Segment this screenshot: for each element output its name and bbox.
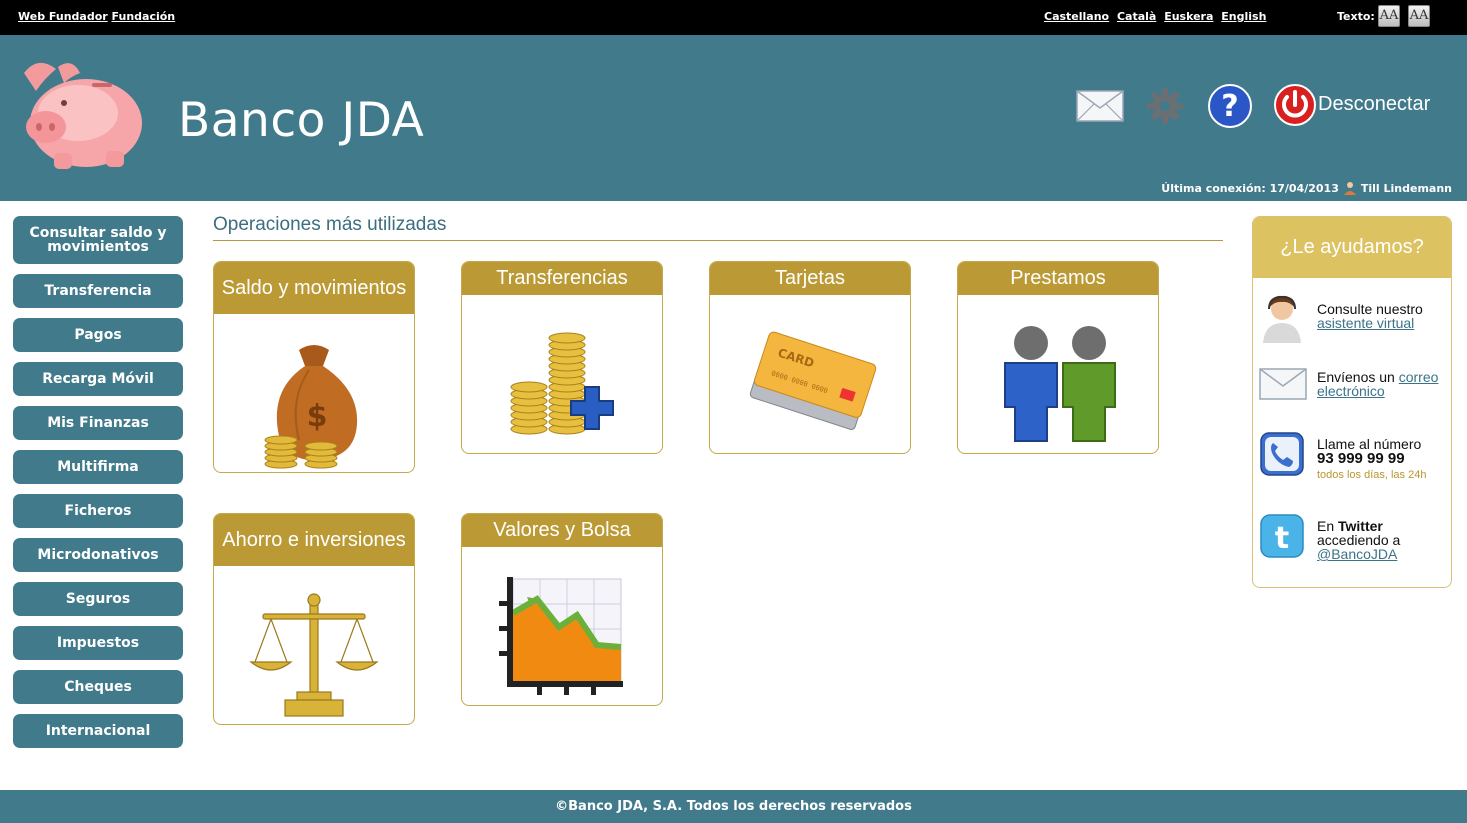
tile-label: Valores y Bolsa <box>462 514 662 547</box>
lang-english[interactable]: English <box>1221 10 1267 23</box>
sidebar-item-pagos[interactable]: Pagos <box>13 318 183 352</box>
user-name: Till Lindemann <box>1360 181 1452 195</box>
tile-label: Ahorro e inversiones <box>214 514 414 566</box>
sidebar-item-multifirma[interactable]: Multifirma <box>13 450 183 484</box>
money-bag-icon: $ <box>264 345 358 469</box>
tile-transferencias[interactable]: Transferencias <box>461 261 663 454</box>
copyright-text: ©Banco JDA, S.A. Todos los derechos rese… <box>555 799 912 814</box>
section-title: Operaciones más utilizadas <box>213 214 447 235</box>
phone-icon <box>1260 432 1304 476</box>
assistant-link[interactable]: asistente virtual <box>1317 315 1415 331</box>
coins-plus-icon <box>510 332 614 435</box>
sidebar-item-internacional[interactable]: Internacional <box>13 714 183 748</box>
sidebar-item-recarga-movil[interactable]: Recarga Móvil <box>13 362 183 396</box>
help-title: ¿Le ayudamos? <box>1253 217 1451 278</box>
svg-text:t: t <box>1275 521 1289 556</box>
font-increase-button[interactable]: AA <box>1378 5 1400 27</box>
help-twitter: t En Twitter accediendo a @BancoJDA <box>1253 513 1451 569</box>
sidebar-item-consultar-saldo[interactable]: Consultar saldo y movimientos <box>13 216 183 264</box>
user-icon <box>1343 182 1356 195</box>
gear-icon[interactable] <box>1146 87 1184 125</box>
credit-card-icon: CARD 0000 0000 0000 <box>749 331 877 430</box>
last-login-info: Última conexión: 17/04/2013 Till Lindema… <box>1161 181 1452 195</box>
stock-chart-icon <box>499 577 623 695</box>
tile-ahorro-inversiones[interactable]: Ahorro e inversiones <box>213 513 415 725</box>
phone-number[interactable]: 93 999 99 99 <box>1317 450 1405 467</box>
svg-text:?: ? <box>1221 89 1238 124</box>
help-phone: Llame al número 93 999 99 99 todos los d… <box>1253 431 1451 481</box>
sidebar-item-seguros[interactable]: Seguros <box>13 582 183 616</box>
envelope-icon <box>1259 368 1307 400</box>
assistant-text: Consulte nuestro <box>1317 301 1423 317</box>
email-link[interactable]: correo electrónico <box>1317 369 1439 399</box>
link-fundacion[interactable]: Fundación <box>111 10 176 23</box>
twitter-text: accediendo a <box>1317 532 1401 548</box>
footer: ©Banco JDA, S.A. Todos los derechos rese… <box>0 790 1467 823</box>
language-selector: Castellano Català Euskera English <box>1044 10 1270 23</box>
scales-icon <box>249 593 379 717</box>
power-icon[interactable] <box>1273 83 1317 127</box>
help-panel: ¿Le ayudamos? Consulte nuestro asistente… <box>1252 216 1452 588</box>
mail-icon[interactable] <box>1076 90 1124 122</box>
tile-tarjetas[interactable]: Tarjetas CARD 0000 0000 0000 <box>709 261 911 454</box>
text-size-label: Texto: <box>1337 10 1375 23</box>
sidebar-item-mis-finanzas[interactable]: Mis Finanzas <box>13 406 183 440</box>
sidebar-item-microdonativos[interactable]: Microdonativos <box>13 538 183 572</box>
lang-castellano[interactable]: Castellano <box>1044 10 1110 23</box>
people-icon <box>1004 326 1116 442</box>
svg-text:$: $ <box>307 399 328 434</box>
bank-title: Banco JDA <box>178 93 425 148</box>
tile-valores-bolsa[interactable]: Valores y Bolsa <box>461 513 663 706</box>
phone-text: Llame al número <box>1317 436 1422 452</box>
twitter-prefix: En <box>1317 518 1335 534</box>
font-decrease-button[interactable]: AA <box>1408 5 1430 27</box>
tile-label: Transferencias <box>462 262 662 295</box>
tile-label: Prestamos <box>958 262 1158 295</box>
tile-label: Tarjetas <box>710 262 910 295</box>
tile-label: Saldo y movimientos <box>214 262 414 314</box>
section-divider <box>213 240 1223 241</box>
twitter-icon: t <box>1260 514 1304 558</box>
help-email: Envíenos un correo electrónico <box>1253 365 1451 405</box>
twitter-name: Twitter <box>1338 518 1383 534</box>
top-bar: Web Fundador Fundación Castellano Català… <box>0 0 1467 35</box>
logout-button[interactable]: Desconectar <box>1318 93 1431 115</box>
sidebar-item-ficheros[interactable]: Ficheros <box>13 494 183 528</box>
sidebar-item-transferencia[interactable]: Transferencia <box>13 274 183 308</box>
piggy-bank-icon <box>24 62 142 169</box>
sidebar-item-impuestos[interactable]: Impuestos <box>13 626 183 660</box>
lang-euskera[interactable]: Euskera <box>1164 10 1214 23</box>
help-assistant: Consulte nuestro asistente virtual <box>1253 293 1451 345</box>
phone-hours: todos los días, las 24h <box>1317 469 1427 481</box>
top-links: Web Fundador Fundación <box>18 10 175 23</box>
email-text: Envíenos un <box>1317 369 1395 385</box>
tile-prestamos[interactable]: Prestamos <box>957 261 1159 454</box>
lang-catala[interactable]: Català <box>1116 10 1157 23</box>
link-web-fundador[interactable]: Web Fundador <box>18 10 108 23</box>
tile-saldo-movimientos[interactable]: Saldo y movimientos $ <box>213 261 415 473</box>
last-login-text: Última conexión: 17/04/2013 <box>1161 181 1339 195</box>
header: Banco JDA ? Desconectar Última conexión:… <box>0 35 1467 201</box>
twitter-link[interactable]: @BancoJDA <box>1317 546 1398 562</box>
help-icon[interactable]: ? <box>1207 83 1253 129</box>
assistant-icon <box>1263 295 1301 343</box>
sidebar-item-cheques[interactable]: Cheques <box>13 670 183 704</box>
sidebar-menu: Consultar saldo y movimientos Transferen… <box>13 216 183 758</box>
